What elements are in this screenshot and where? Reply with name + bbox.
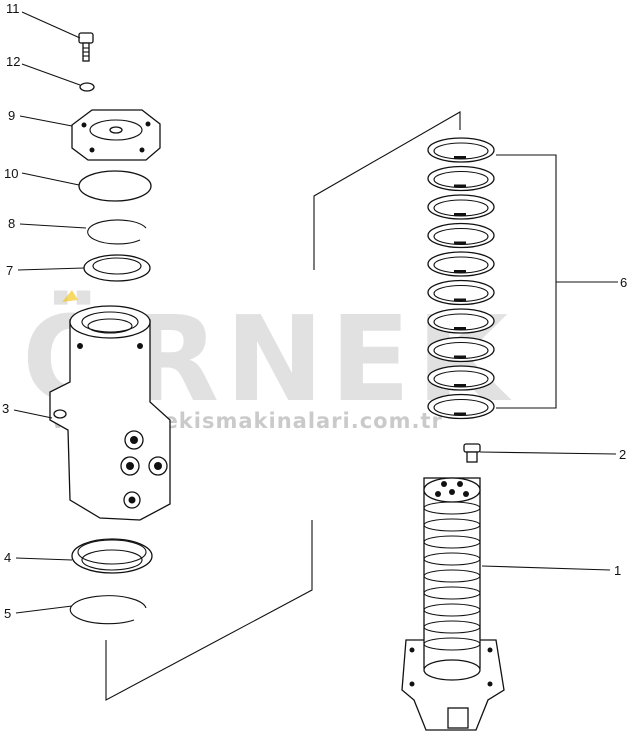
- o-ring-part: [78, 170, 152, 202]
- seal-ring: [427, 194, 495, 220]
- cover-part: [71, 109, 161, 161]
- callout-3: 3: [2, 401, 9, 416]
- shaft-groove: [423, 535, 481, 549]
- snap-ring-upper-part: [87, 219, 147, 245]
- callout-11: 11: [6, 1, 20, 16]
- callout-5: 5: [4, 606, 11, 621]
- callout-9: 9: [8, 108, 15, 123]
- housing-part: [49, 305, 171, 521]
- seal-part: [71, 538, 153, 574]
- callout-7: 7: [6, 263, 13, 278]
- callout-4: 4: [4, 550, 11, 565]
- callout-1: 1: [614, 563, 621, 578]
- seal-ring: [427, 165, 495, 192]
- watermark-accent: [62, 290, 78, 302]
- snap-ring-lower-part: [69, 595, 147, 625]
- assembly-lines: [105, 111, 461, 701]
- shaft-groove: [423, 637, 481, 651]
- assembly-line-bottom: [105, 520, 313, 701]
- leader-lines: [13, 11, 618, 614]
- seal-ring: [427, 365, 495, 391]
- callout-2: 2: [619, 447, 626, 462]
- washer-part: [79, 82, 95, 92]
- callout-labels: 11 12 9 10 8 7 3 4 5 6 2 1: [2, 1, 627, 621]
- bushing-part: [83, 254, 151, 282]
- seal-ring: [427, 336, 495, 363]
- shaft-groove: [423, 518, 481, 532]
- bolt-part: [78, 32, 94, 62]
- callout-6: 6: [620, 275, 627, 290]
- seal-ring: [427, 222, 495, 249]
- shaft-groove: [423, 603, 481, 617]
- seal-ring: [427, 308, 495, 334]
- assembly-line-top: [313, 111, 461, 270]
- shaft-groove: [423, 569, 481, 583]
- seal-ring: [427, 251, 495, 277]
- shaft-groove: [423, 620, 481, 634]
- seal-ring: [427, 137, 495, 163]
- swivel-shaft-part: [401, 477, 505, 731]
- callout-12: 12: [6, 54, 20, 69]
- seal-ring-stack-part: [427, 137, 495, 420]
- seal-ring: [427, 279, 495, 306]
- callout-8: 8: [8, 216, 15, 231]
- plug-part: [463, 443, 481, 463]
- callout-10: 10: [4, 166, 18, 181]
- shaft-groove: [423, 552, 481, 566]
- shaft-groove: [423, 586, 481, 600]
- seal-ring: [427, 393, 495, 420]
